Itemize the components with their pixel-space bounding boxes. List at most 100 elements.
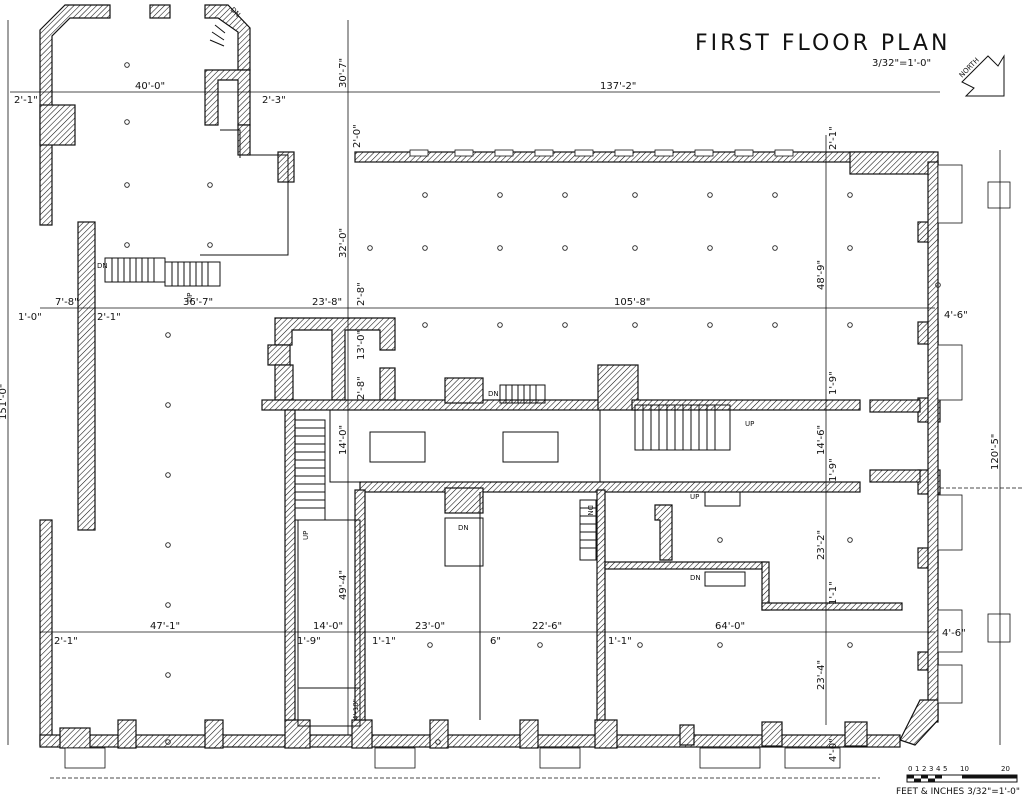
dim-label: 7'-8" [55,297,79,308]
dim-label: 1'-1" [372,636,396,647]
column-marker [562,322,568,328]
column-marker [207,242,213,248]
column-marker [422,245,428,251]
dim-label: 48'-9" [816,260,827,290]
column-marker [165,472,171,478]
dim-label: 4'-10" [352,699,360,720]
windows [64,149,1011,769]
column-marker [707,322,713,328]
column-marker [847,322,853,328]
column-marker [165,739,171,745]
column-marker [124,62,130,68]
column-marker [847,642,853,648]
column-marker [847,192,853,198]
column-marker [165,672,171,678]
column-marker [772,192,778,198]
stair-up-label: UP [690,493,699,501]
dim-label: 2'-1" [14,95,38,106]
dim-label: 2'-1" [97,312,121,323]
dim-label: 137'-2" [600,81,636,92]
dim-label: 13'-0" [356,330,367,360]
dim-label: 23'-0" [415,621,445,632]
stair-dn-label: DN [488,390,499,398]
column-marker [165,542,171,548]
column-marker [165,332,171,338]
dim-label: 2'-1" [54,636,78,647]
dim-label: 105'-8" [614,297,650,308]
column-marker [367,245,373,251]
column-marker [207,182,213,188]
column-marker [124,119,130,125]
column-marker [422,322,428,328]
dim-label: 4'-6" [942,628,966,639]
column-marker [562,192,568,198]
scale-note: 3/32"=1'-0" [872,58,931,69]
dim-label: 1'-0" [18,312,42,323]
dim-label: 14'-0" [313,621,343,632]
scale-tick: 10 [960,765,969,773]
dim-label: 23'-2" [816,530,827,560]
column-marker [847,537,853,543]
dim-label: 4'-6" [944,310,968,321]
plan-title: FIRST FLOOR PLAN [695,31,950,56]
column-marker [427,642,433,648]
scale-tick: 1 [915,765,919,773]
column-marker [632,245,638,251]
dim-label: 22'-6" [532,621,562,632]
dim-label: 1'-9" [828,458,839,482]
column-marker [435,739,441,745]
stair-up-label: UP [745,420,754,428]
column-marker [637,642,643,648]
interior-walls [200,129,921,727]
dim-label: 2'-3" [262,95,286,106]
dim-label: 36'-7" [183,297,213,308]
column-marker [632,322,638,328]
dim-label: 6" [490,636,501,647]
column-marker [847,245,853,251]
scale-tick: 4 [936,765,941,773]
dim-label: 2'-8" [356,376,367,400]
column-marker [497,192,503,198]
dim-label: 40'-0" [135,81,165,92]
column-marker [935,282,941,288]
dim-label: 1'-9" [297,636,321,647]
dim-label: 4'-0" [828,738,839,762]
column-marker [772,322,778,328]
dim-label: 14'-6" [816,425,827,455]
column-marker [165,402,171,408]
dim-label: 49'-4" [338,570,349,600]
column-marker [632,192,638,198]
stair-dn-label: DN [690,574,701,582]
stair-up-label: UP [186,293,194,302]
dim-label: 1'-9" [828,371,839,395]
exterior-walls [39,4,941,749]
column-marker [562,245,568,251]
dim-label: 47'-1" [150,621,180,632]
scale-tick: 3 [929,765,933,773]
column-marker [422,192,428,198]
stair-dn-label: DN [586,505,594,516]
column-marker [497,322,503,328]
columns [124,62,941,745]
column-marker [497,245,503,251]
dim-label: 64'-0" [715,621,745,632]
stair-dn-label: DN [458,524,469,532]
scale-tick: 0 [908,765,912,773]
dim-label: 23'-4" [816,660,827,690]
column-marker [707,192,713,198]
scale-tick: 5 [943,765,947,773]
scale-bar: 0 1 2 3 4 5 10 20 FEET & INCHES 3/32"=1'… [896,765,1020,796]
column-marker [165,602,171,608]
column-marker [707,245,713,251]
dim-label: 151'-0" [0,384,9,420]
dimension-labels: 40'-0" 2'-1" 2'-3" 30'-7" 137'-2" 2'-0" … [0,58,1001,762]
dim-label: 1'-1" [608,636,632,647]
dim-label: 32'-0" [338,228,349,258]
dim-label: 30'-7" [338,58,349,88]
scale-caption: FEET & INCHES 3/32"=1'-0" [896,787,1020,796]
column-marker [124,242,130,248]
column-marker [717,642,723,648]
column-marker [537,642,543,648]
stair-dn-label: DN [97,262,108,270]
